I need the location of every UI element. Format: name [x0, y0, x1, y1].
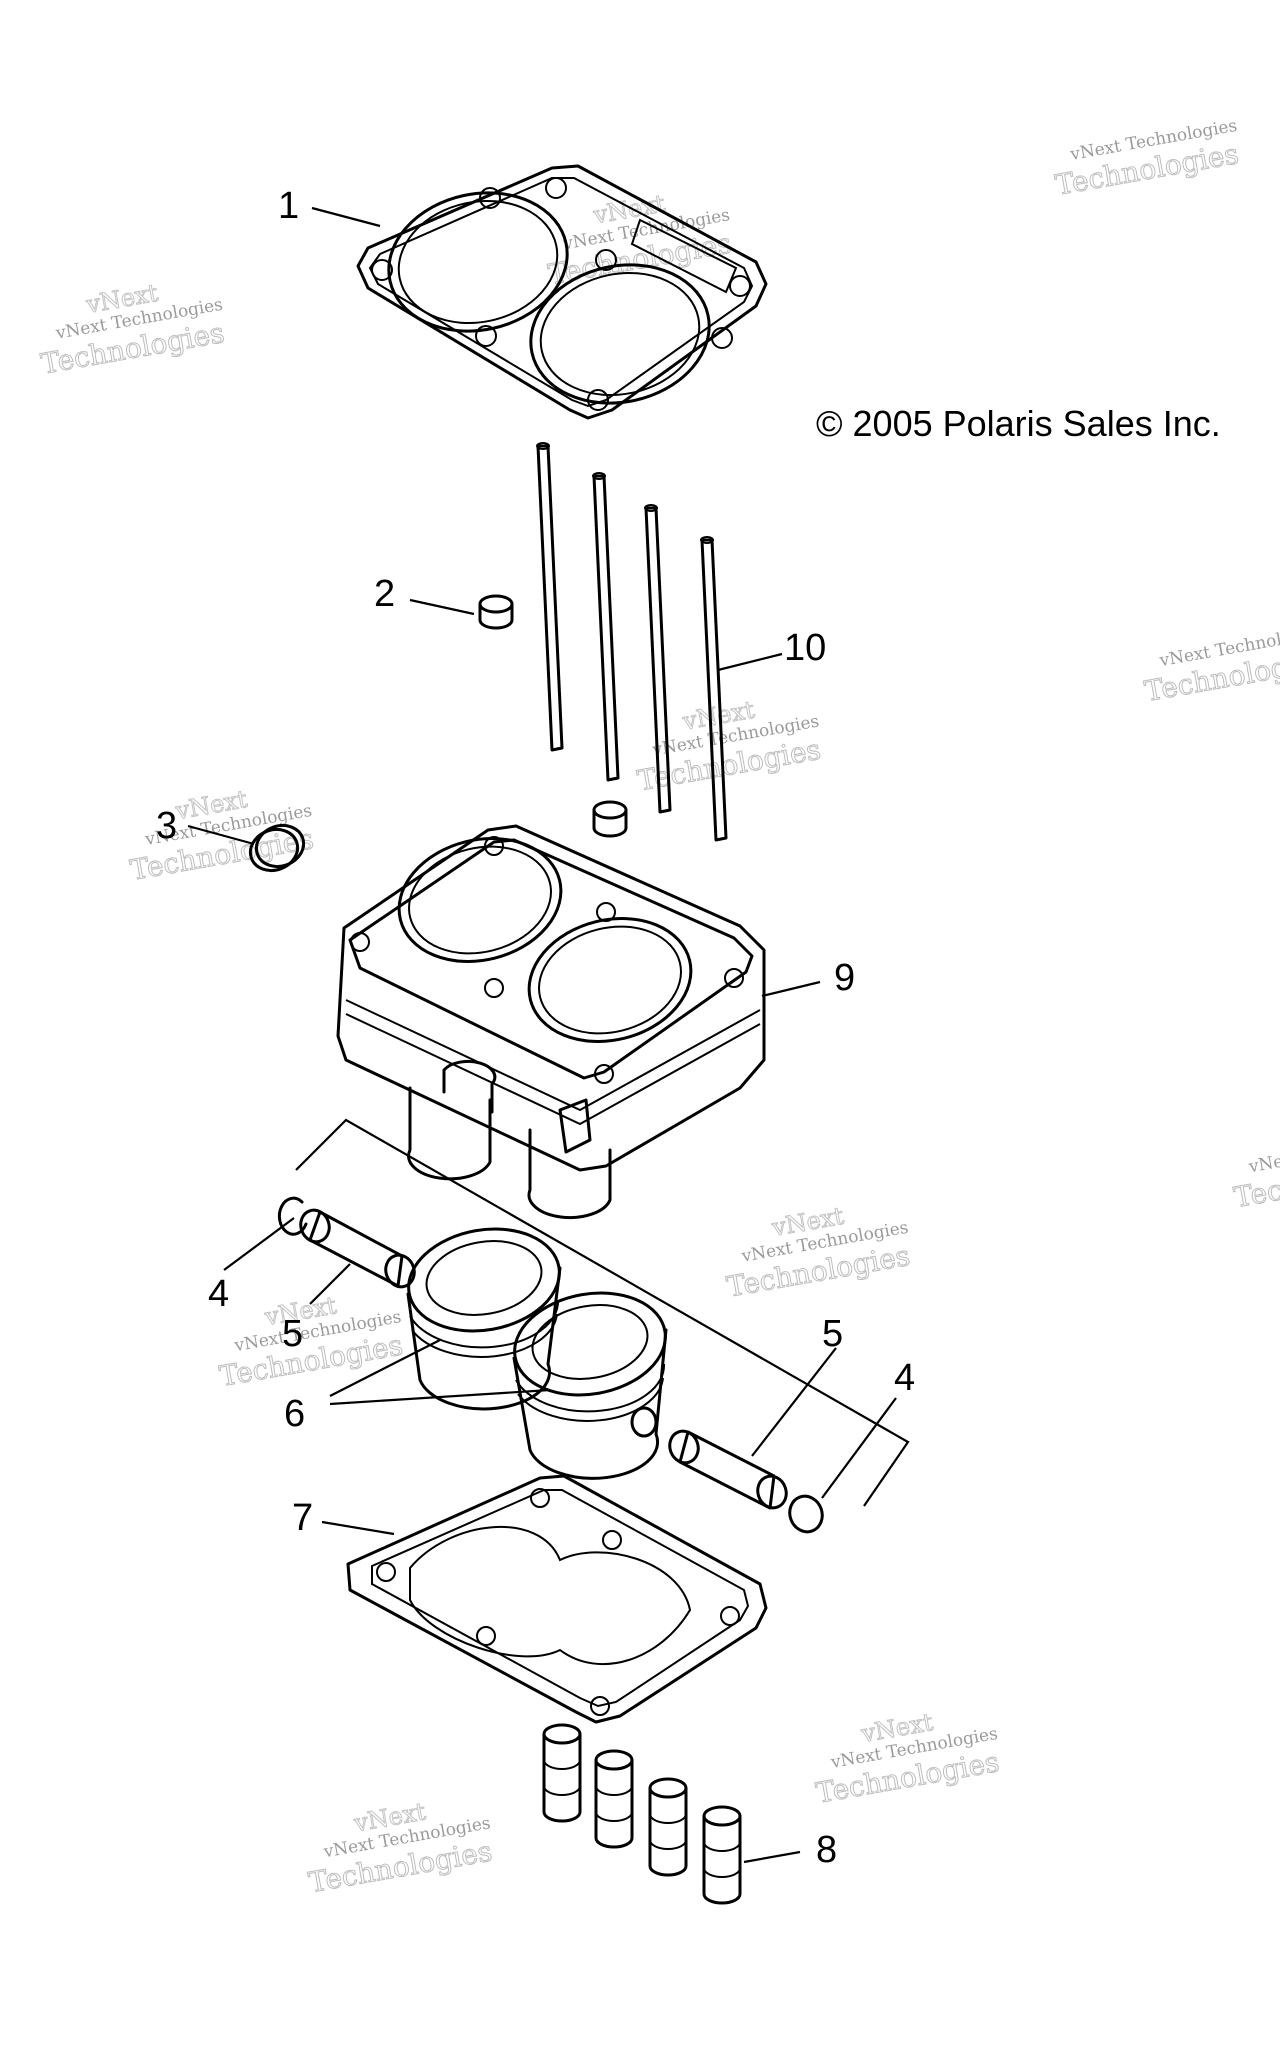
bottom-dowel-drawings — [542, 1723, 742, 1905]
dowel — [594, 1749, 634, 1849]
watermark: vNext Technologies Technologies — [1231, 1128, 1280, 1214]
callout-9: 9 — [834, 957, 855, 999]
callout-10: 10 — [784, 627, 826, 669]
dowel-drawing — [478, 594, 628, 838]
svg-text:vNext Technologies: vNext Technologies — [1246, 1128, 1280, 1177]
wrist-pin — [299, 1208, 416, 1289]
callout-7: 7 — [292, 1497, 313, 1539]
callout-2: 2 — [374, 573, 395, 615]
piston — [512, 1291, 668, 1480]
watermark: vNext vNext Technologies Technologies — [724, 1201, 913, 1304]
circlip-drawings — [277, 1196, 824, 1534]
stud — [700, 536, 728, 842]
head-gasket-drawing — [356, 164, 768, 420]
watermark: vNext Technologies Technologies — [1142, 622, 1280, 708]
watermark: vNext vNext Technologies Technologies — [813, 1707, 1002, 1810]
stud — [536, 442, 564, 752]
watermark: vNext vNext Technologies Technologies — [306, 1797, 495, 1900]
callout-4: 4 — [208, 1273, 229, 1315]
copyright-text: © 2005 Polaris Sales Inc. — [816, 403, 1221, 444]
wrist-pin — [668, 1429, 788, 1510]
leader-lines — [187, 206, 910, 1864]
callout-5-right: 5 — [822, 1313, 843, 1355]
callout-labels: 1 2 3 4 5 6 7 8 9 10 5 4 — [156, 185, 915, 1871]
wrist-pin-drawings — [299, 1208, 788, 1510]
plug-drawing — [248, 823, 306, 873]
callout-8: 8 — [816, 1829, 837, 1871]
cylinder-drawing — [336, 824, 766, 1220]
watermark: vNext vNext Technologies Technologies — [127, 784, 316, 887]
callout-3: 3 — [156, 805, 177, 847]
watermark: vNext vNext Technologies Technologies — [38, 278, 227, 381]
base-gasket-drawing — [346, 1474, 768, 1724]
piston — [406, 1227, 562, 1411]
stud — [644, 504, 672, 814]
callout-6: 6 — [284, 1393, 305, 1435]
callout-4-right: 4 — [894, 1357, 915, 1399]
piston-drawings — [406, 1227, 668, 1480]
stud-drawings — [536, 442, 728, 842]
dowel — [702, 1805, 742, 1905]
dowel — [648, 1777, 688, 1877]
watermark: vNext Technologies Technologies — [1052, 116, 1241, 202]
stud — [592, 472, 620, 782]
watermarks: vNext vNext Technologies Technologies vN… — [38, 116, 1280, 1900]
dowel — [542, 1723, 582, 1823]
callout-5: 5 — [282, 1313, 303, 1355]
watermark: vNext vNext Technologies Technologies — [217, 1291, 406, 1394]
callout-1: 1 — [278, 185, 299, 227]
watermark: vNext vNext Technologies Technologies — [545, 189, 734, 292]
